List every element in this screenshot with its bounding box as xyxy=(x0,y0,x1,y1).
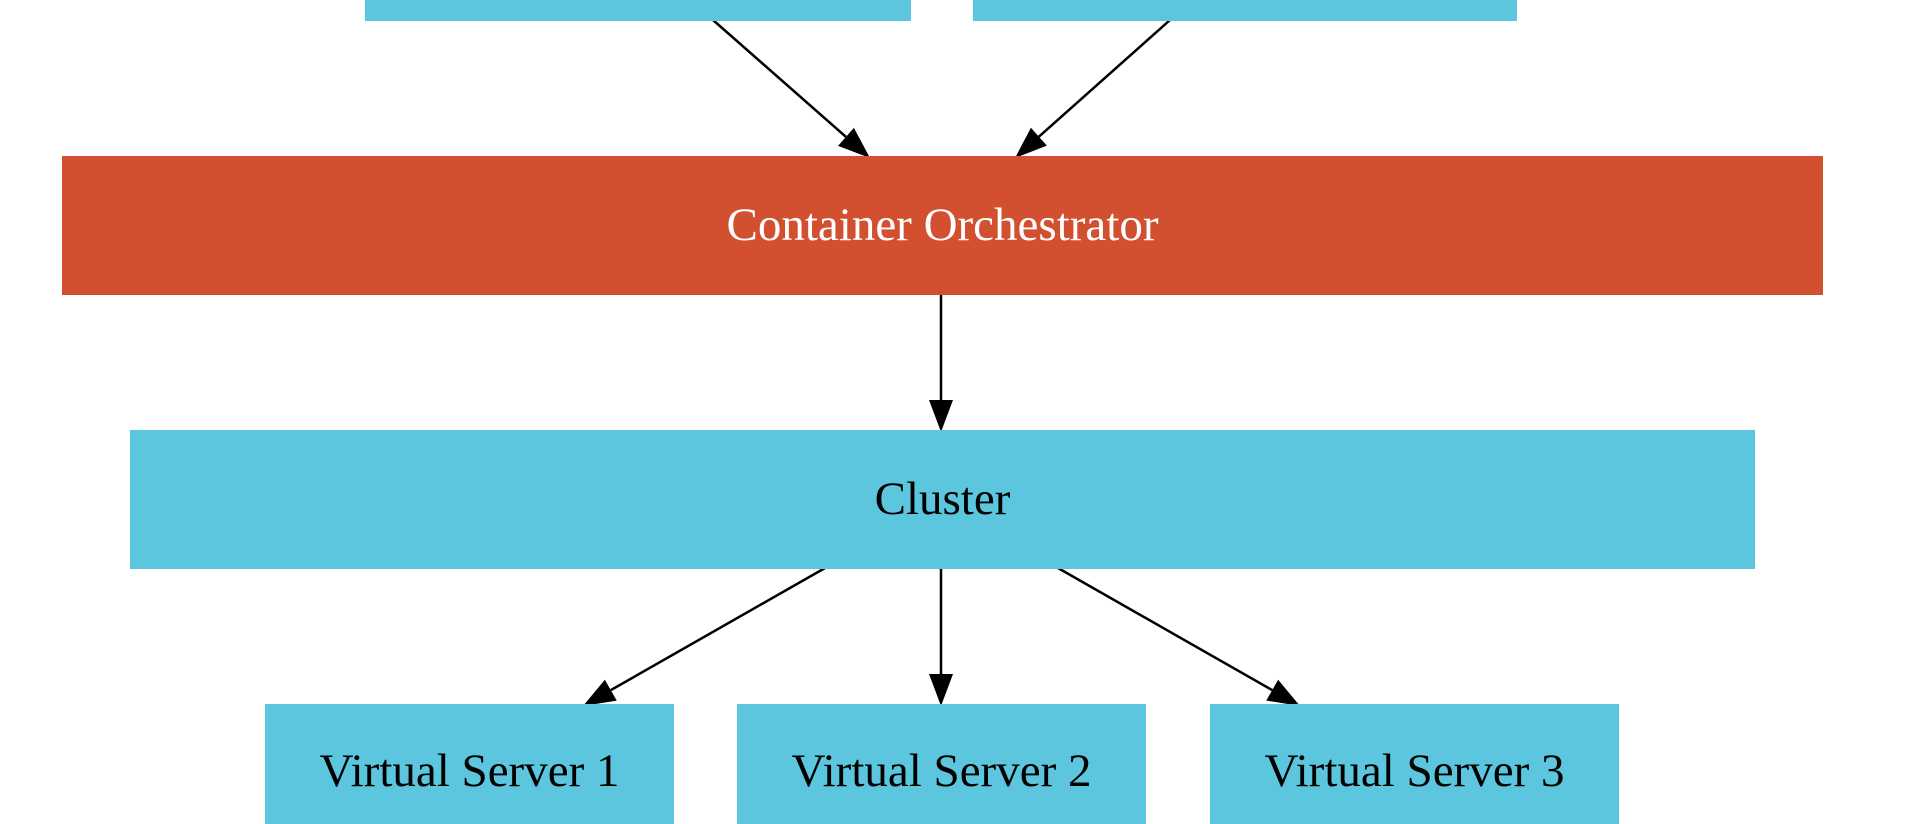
diagram-edges xyxy=(583,19,1300,706)
arrowhead-orchestrator-to-cluster xyxy=(929,400,953,432)
virtual-server-2-label: Virtual Server 2 xyxy=(791,745,1092,797)
container-orchestrator-label: Container Orchestrator xyxy=(726,199,1159,251)
cluster-label: Cluster xyxy=(874,473,1011,525)
edge-cluster-to-server-1 xyxy=(610,566,826,692)
edge-cluster-to-server-3 xyxy=(1057,566,1273,692)
arrowhead-cluster-to-server-1 xyxy=(583,679,617,706)
virtual-server-3-label: Virtual Server 3 xyxy=(1264,745,1565,797)
arrowhead-cluster-to-server-2 xyxy=(929,674,953,706)
cluster-node: Cluster xyxy=(130,430,1755,569)
arrowhead-top-right-to-orchestrator xyxy=(1015,127,1047,158)
virtual-server-1-label: Virtual Server 1 xyxy=(319,745,620,797)
architecture-diagram: Container Orchestrator Cluster Virtual S… xyxy=(62,0,1823,824)
top-left-node xyxy=(365,0,911,21)
virtual-server-2-node: Virtual Server 2 xyxy=(737,704,1146,824)
virtual-server-1-node: Virtual Server 1 xyxy=(265,704,674,824)
arrowhead-cluster-to-server-3 xyxy=(1266,679,1300,706)
edge-top-left-to-orchestrator xyxy=(712,19,847,138)
edge-top-right-to-orchestrator xyxy=(1038,19,1171,138)
top-right-node xyxy=(973,0,1517,21)
container-orchestrator-node: Container Orchestrator xyxy=(62,156,1823,295)
virtual-server-3-node: Virtual Server 3 xyxy=(1210,704,1619,824)
arrowhead-top-left-to-orchestrator xyxy=(838,127,870,158)
